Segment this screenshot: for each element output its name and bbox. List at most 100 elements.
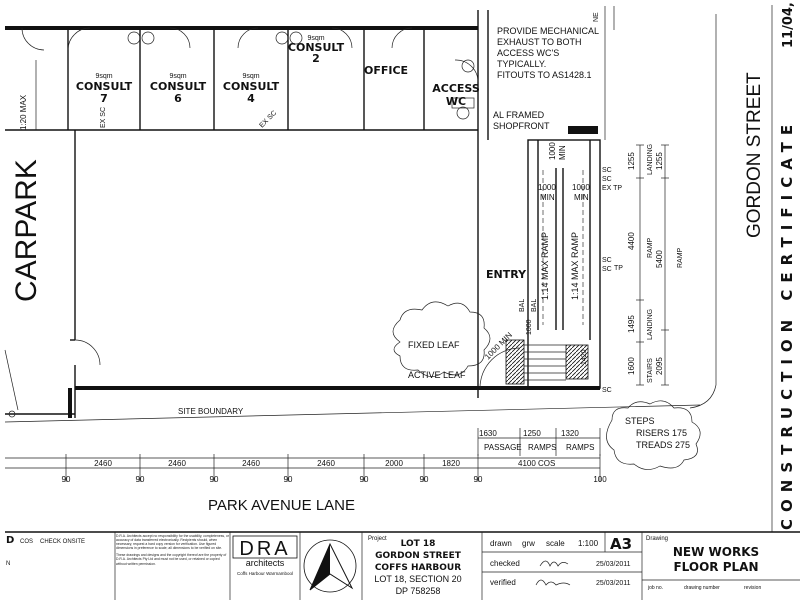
firm-contacts: Coffs Harbour Warrnambool xyxy=(237,571,293,576)
firm-logo: DRA xyxy=(239,538,290,560)
gordon-street-label: GORDON STREET xyxy=(744,72,765,238)
grid-mark: 90 xyxy=(360,475,369,484)
sc-mark: SC xyxy=(602,387,612,394)
revision-label: revision xyxy=(744,585,761,591)
shopfront-wall xyxy=(568,126,598,134)
sc-mark: EX TP xyxy=(602,185,622,192)
grid-mark: 90 xyxy=(474,475,483,484)
project-line: LOT 18 xyxy=(401,539,436,549)
min-1000-top-a: 1000 xyxy=(548,142,557,160)
sc-mark: TP xyxy=(614,265,623,272)
ex-sc-left: EX SC xyxy=(100,107,107,128)
min-1000-b-u: MIN xyxy=(574,193,589,202)
dim-value: 2460 xyxy=(317,459,335,468)
room-consult-2: 9sqm CONSULT 2 xyxy=(288,35,345,65)
revision-note: CHECK ONSITE xyxy=(40,539,85,545)
site-boundary-label: SITE BOUNDARY xyxy=(178,407,244,416)
certificate-date: 11/04, xyxy=(781,2,796,48)
dim-value: 2460 xyxy=(242,459,260,468)
dim-value: 4400 xyxy=(627,232,636,250)
dim-value: 1820 xyxy=(442,459,460,468)
note-line: ACCESS WC'S xyxy=(497,48,559,58)
dim-label: LANDING xyxy=(647,144,654,175)
dim-value: 1250 xyxy=(523,429,541,438)
verified-label: verified xyxy=(490,578,516,587)
min-1000-top-b: MIN xyxy=(558,145,567,160)
note-line: FITOUTS TO AS1428.1 xyxy=(497,70,592,80)
hr-1420: 1420 xyxy=(581,349,588,365)
park-avenue-lane-label: PARK AVENUE LANE xyxy=(208,497,355,514)
bottom-dimension-string: 2460 2460 2460 2460 2000 1820 90 90 90 9… xyxy=(5,454,607,484)
consult-rooms-row xyxy=(5,10,489,398)
scale-value: 1:100 xyxy=(578,539,599,548)
dim-label: PASSAGE xyxy=(484,443,522,452)
carpark-label: CARPARK xyxy=(10,159,43,302)
room-area: 9sqm xyxy=(307,35,324,42)
copyright-text: These drawings and designs and the copyr… xyxy=(116,553,227,566)
room-access-wc-line2: WC xyxy=(446,95,466,108)
room-entry: ENTRY xyxy=(486,268,527,281)
title-block: D COS CHECK ONSITE N D.R.A. Architects a… xyxy=(5,531,800,600)
drawing-title-line2: FLOOR PLAN xyxy=(673,560,758,574)
checked-label: checked xyxy=(490,559,520,568)
dim-value: 1495 xyxy=(627,315,636,333)
note-line: TYPICALLY. xyxy=(497,59,546,69)
project-line: DP 758258 xyxy=(396,586,441,596)
room-area: 9sqm xyxy=(95,73,112,80)
firm-logo-sub: architects xyxy=(246,558,285,568)
drawing-label: Drawing xyxy=(646,536,668,542)
steps-risers: RISERS 175 xyxy=(636,428,687,438)
project-line: COFFS HARBOUR xyxy=(375,563,461,573)
room-number: 4 xyxy=(247,92,255,105)
room-name: CONSULT xyxy=(223,80,280,93)
dim-label: RAMPS xyxy=(566,443,594,452)
min-1000-a-v: 1000 xyxy=(538,183,556,192)
revision-n: N xyxy=(6,561,10,567)
room-consult-6: 9sqm CONSULT 6 xyxy=(150,73,207,105)
room-area: 9sqm xyxy=(169,73,186,80)
steps-treads: TREADS 275 xyxy=(636,440,690,450)
bal-a: BAL xyxy=(519,299,526,312)
dim-value: 1255 xyxy=(627,152,636,170)
room-office: OFFICE xyxy=(364,64,408,77)
drawn-label: drawn xyxy=(490,539,512,548)
vertical-dimensions: 1255 LANDING 4400 RAMP 1495 LANDING 1600… xyxy=(627,144,684,386)
revision-cos: COS xyxy=(20,539,33,545)
north-arrow-icon xyxy=(303,539,357,593)
room-number: 6 xyxy=(174,92,182,105)
bal-b: BAL xyxy=(531,299,538,312)
min-1000-a-u: MIN xyxy=(540,193,555,202)
room-name: CONSULT xyxy=(288,41,345,54)
dim-value: 2095 xyxy=(655,357,664,375)
shopfront-note-line1: AL FRAMED xyxy=(493,110,545,120)
construction-certificate-stamp: CONSTRUCTION CERTIFICATE xyxy=(778,118,796,530)
ramp-label-b: 1:14 MAX RAMP xyxy=(570,232,580,300)
note-line: EXHAUST TO BOTH xyxy=(497,37,582,47)
ex-sc-mid: EX SC xyxy=(258,110,278,130)
room-access-wc-line1: ACCESS xyxy=(432,82,480,95)
room-number: 7 xyxy=(100,92,108,105)
sc-mark: SC xyxy=(602,167,612,174)
verified-signature xyxy=(535,579,571,586)
active-leaf-label: ACTIVE LEAF xyxy=(408,370,466,380)
dim-value: 1255 xyxy=(655,152,664,170)
disclaimer-text: D.R.A. Architects accept no responsibili… xyxy=(116,534,229,551)
dim-label: RAMP xyxy=(677,247,684,268)
dim-value: 2460 xyxy=(94,459,112,468)
dim-label: LANDING xyxy=(647,309,654,340)
fixed-leaf-label: FIXED LEAF xyxy=(408,340,460,350)
steps-title: STEPS xyxy=(625,416,655,426)
room-consult-4: 9sqm CONSULT 4 xyxy=(223,73,280,105)
dim-label: RAMP xyxy=(647,237,654,258)
ne-mark: NE xyxy=(593,12,600,22)
dim-value: 5400 xyxy=(655,250,664,268)
project-line: GORDON STREET xyxy=(375,551,462,561)
site-boundary-line xyxy=(4,404,701,423)
room-name: CONSULT xyxy=(76,80,133,93)
scale-label: scale xyxy=(546,539,565,548)
steps-note: STEPS RISERS 175 TREADS 275 xyxy=(606,400,701,470)
dim-value: 2000 xyxy=(385,459,403,468)
checked-signature xyxy=(539,560,569,567)
door-leaf-callout: FIXED LEAF ACTIVE LEAF 1000 MIN xyxy=(392,301,521,389)
